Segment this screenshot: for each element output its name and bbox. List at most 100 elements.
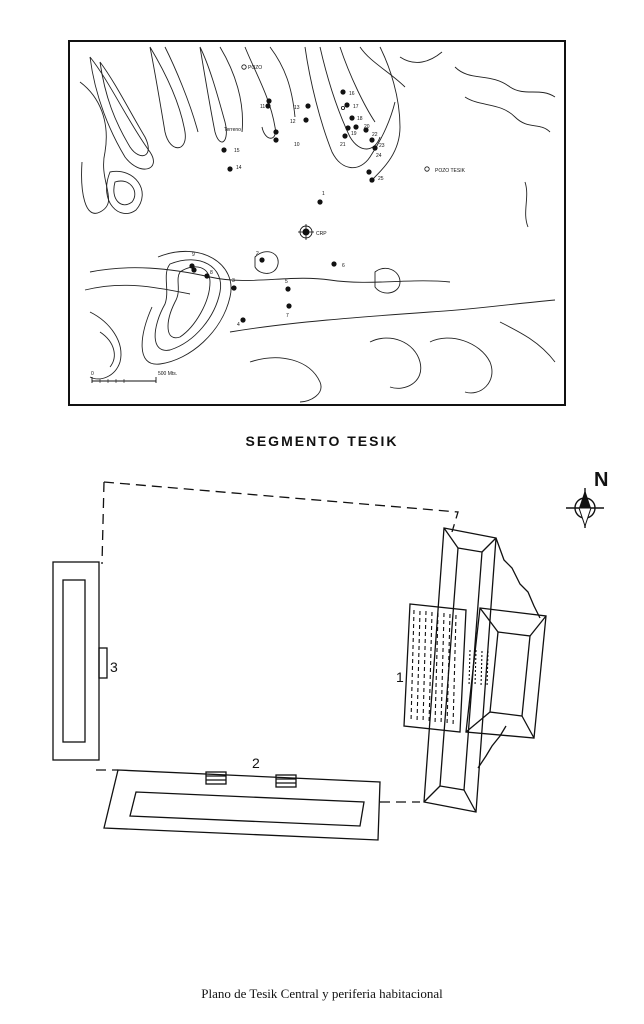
site-dot: [342, 133, 348, 139]
site-number: 9: [192, 252, 195, 258]
site-dot: [369, 137, 375, 143]
structure-1-label: 1: [396, 669, 404, 685]
contour-line: [374, 268, 401, 294]
site-dot: [286, 303, 292, 309]
site-number: 12: [290, 119, 296, 125]
contour-line: [369, 46, 401, 183]
site-dot: [331, 261, 337, 267]
contour-line: [84, 284, 191, 295]
site-dot: [259, 257, 265, 263]
site-dot: [191, 267, 197, 273]
contour-line: [464, 96, 551, 133]
contour-line: [199, 46, 227, 143]
segment-title: SEGMENTO TESIK: [245, 433, 399, 449]
site-dot: [240, 317, 246, 323]
north-label: N: [594, 469, 608, 491]
crp-label: CRP: [316, 231, 327, 237]
plaza-outline: [103, 481, 459, 533]
site-dot: [366, 169, 372, 175]
contour-line: [244, 46, 276, 139]
pozo-marker: [241, 64, 247, 70]
site-number: 7: [286, 313, 289, 319]
site-dot: [372, 145, 378, 151]
contour-line: [254, 251, 279, 274]
site-dot: [227, 166, 233, 172]
contour-line: [89, 56, 154, 170]
pozo-marker: [340, 106, 345, 111]
site-dot: [231, 285, 237, 291]
north-arrow-icon: N: [566, 469, 608, 528]
site-dot: [344, 102, 350, 108]
site-number: 24: [376, 153, 382, 159]
site-number: 19: [351, 131, 357, 137]
site-number: 5: [285, 279, 288, 285]
site-dot: [317, 199, 323, 205]
structure-3-label: 3: [110, 659, 118, 675]
site-number: 22: [372, 132, 378, 138]
site-dot: [273, 129, 279, 135]
site-dot: [204, 273, 210, 279]
contour-line: [359, 46, 406, 88]
contour-line: [89, 267, 451, 283]
contour-line: [399, 51, 443, 63]
site-dots: [189, 89, 378, 323]
terreno-label: Terreno: [224, 127, 241, 133]
contour-line: [89, 311, 122, 380]
site-number: 3: [232, 278, 235, 284]
site-dot: [345, 125, 351, 131]
site-number: 10: [294, 142, 300, 148]
contour-line: [167, 266, 211, 339]
plaza-outline: [101, 481, 105, 565]
crp-datum-icon: [298, 224, 314, 240]
site-number: 8: [210, 270, 213, 276]
site-plan: 1 2 3 N: [52, 469, 608, 841]
contour-line: [149, 46, 186, 149]
contour-line: [429, 337, 493, 394]
structure-1: [403, 527, 547, 813]
stairway-hatching: [410, 609, 489, 728]
contour-line: [154, 259, 222, 351]
site-dot: [349, 115, 355, 121]
site-dot: [363, 127, 369, 133]
site-number: 20: [364, 124, 370, 130]
map-canvas: 1 2 3 4 5 6 7 8 9 10 11 12 13 14 15 16 1…: [79, 46, 556, 403]
contour-line: [369, 337, 422, 389]
figure-caption: Plano de Tesik Central y periferia habit…: [201, 986, 443, 1001]
contour-line: [106, 170, 143, 214]
site-number: 6: [342, 263, 345, 269]
site-number: 16: [349, 91, 355, 97]
site-dot: [305, 103, 311, 109]
site-number: 18: [357, 116, 363, 122]
contour-line: [269, 46, 296, 118]
contour-line: [113, 180, 136, 206]
pozo-tesik-label: POZO TESIK: [435, 168, 466, 174]
site-dot: [266, 98, 272, 104]
site-number-labels: 1 2 3 4 5 6 7 8 9 10 11 12 13 14 15 16 1…: [192, 91, 385, 328]
contour-line: [454, 66, 556, 98]
site-number: 17: [353, 104, 359, 110]
site-number: 14: [236, 165, 242, 171]
svg-text:0: 0: [91, 371, 94, 377]
topographic-map: 1 2 3 4 5 6 7 8 9 10 11 12 13 14 15 16 1…: [68, 40, 566, 406]
contour-line: [141, 250, 232, 365]
pozo-tesik-marker: [424, 166, 430, 172]
site-dot: [285, 286, 291, 292]
contour-line: [229, 299, 556, 333]
contour-line: [99, 331, 115, 368]
site-number: 21: [340, 142, 346, 148]
site-number: 1: [322, 191, 325, 197]
site-number: 23: [379, 143, 385, 149]
contour-line: [164, 46, 199, 133]
contour-line: [304, 46, 396, 169]
site-dot: [221, 147, 227, 153]
structure-2: [103, 769, 381, 841]
site-dot: [353, 124, 359, 130]
site-number: 13: [294, 105, 300, 111]
site-number: 15: [234, 148, 240, 154]
site-dot: [265, 103, 271, 109]
contour-line: [219, 46, 243, 133]
contour-line: [339, 46, 376, 123]
site-number: 2: [256, 251, 259, 257]
structure-2-label: 2: [252, 755, 260, 771]
contour-line: [99, 61, 149, 157]
